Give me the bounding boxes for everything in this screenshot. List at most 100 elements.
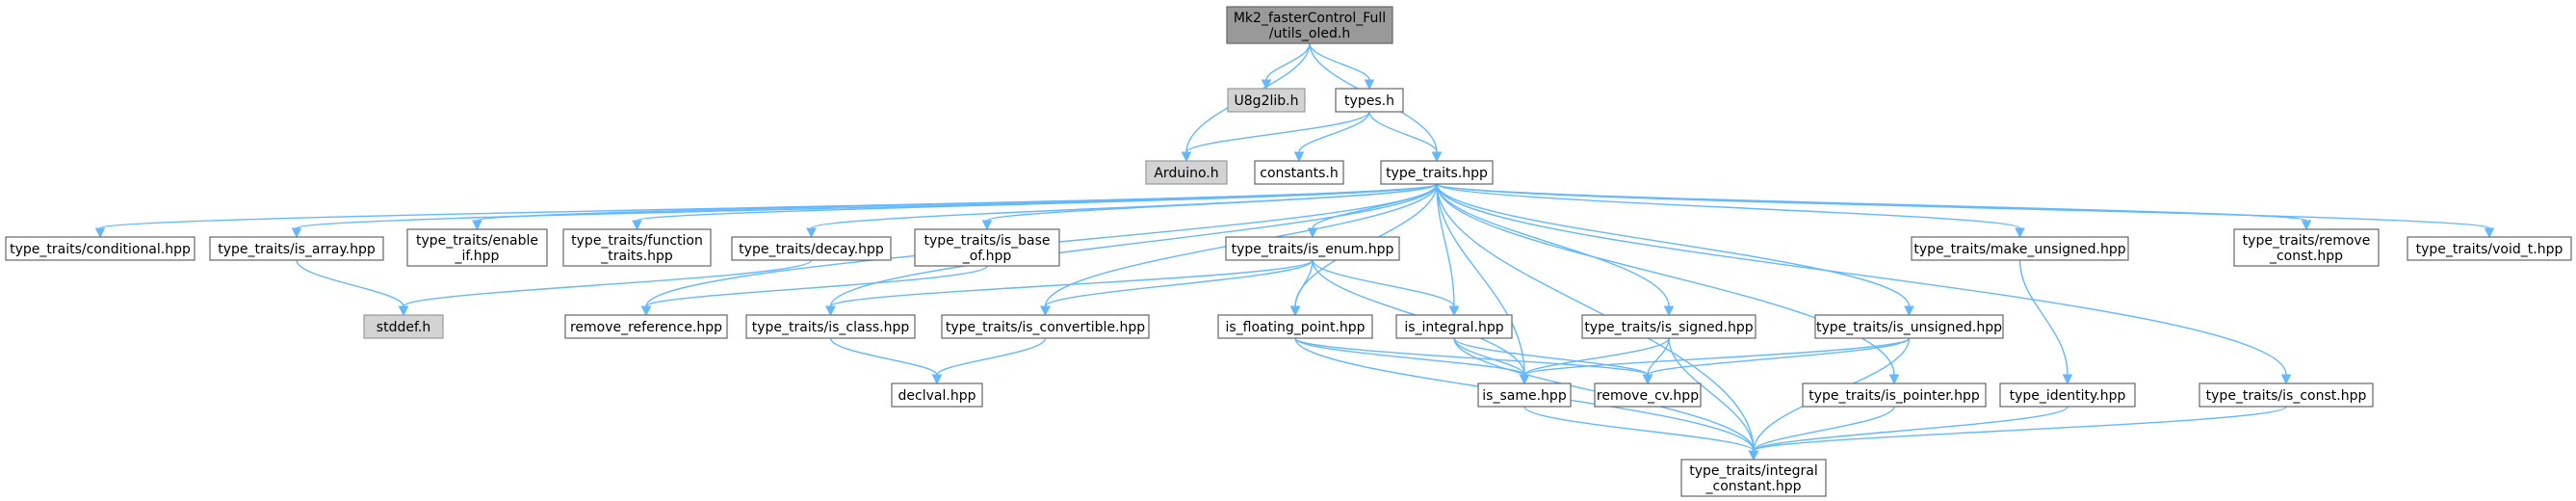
edge-tt-to-is_const [1436,183,2292,385]
edge-line [1753,406,2069,452]
node-box [1380,160,1494,185]
node-type-traits-is-array-hpp[interactable]: type_traits/is_array.hpp [209,236,384,261]
edge-root-to-types [1309,42,1375,91]
node-type-traits-is-const-hpp[interactable]: type_traits/is_const.hpp [2199,382,2374,408]
node-type-traits-is-base-of-hpp[interactable]: type_traits/is_base_of.hpp [914,228,1060,267]
node-is-same-hpp[interactable]: is_same.hpp [1477,382,1572,408]
node-label: remove_reference.hpp [570,320,722,335]
edge-line [1436,183,1895,376]
node-label: type_traits/decay.hpp [739,242,884,257]
node-box [564,314,728,339]
edge-arrowhead [1642,374,1653,385]
node-label: type_traits/conditional.hpp [10,242,191,257]
node-box [1911,236,2129,261]
node-label: _of.hpp [962,249,1012,264]
node-label: type_traits/make_unsigned.hpp [1913,242,2125,257]
node-box [1335,88,1404,113]
edge-decay-to-stddef [398,259,813,317]
edge-line [1436,183,2307,222]
edge-arrowhead [2062,374,2073,385]
edge-line [829,337,938,376]
edge-line [99,183,1438,229]
node-type-traits-make-unsigned-hpp[interactable]: type_traits/make_unsigned.hpp [1911,236,2129,261]
node-type-traits-is-enum-hpp[interactable]: type_traits/is_enum.hpp [1225,236,1400,261]
edge-types-to-tt [1368,111,1443,163]
node-box [2199,382,2374,408]
edge-arrowhead [1448,305,1460,317]
node-label: type_traits/is_class.hpp [752,320,910,335]
edge-is_unsigned-to-remove_cv [1642,337,1911,385]
node-is-floating-point-hpp[interactable]: is_floating_point.hpp [1217,314,1373,339]
node-label: /utils_oled.h [1269,26,1350,41]
edge-arrowhead [1181,151,1192,163]
edge-tt-to-void_t [1436,183,2495,239]
node-is-integral-hpp[interactable]: is_integral.hpp [1395,314,1513,339]
node-type-traits-enable-if-hpp[interactable]: type_traits/enable_if.hpp [406,228,548,267]
edge-line [1647,337,1911,376]
edge-line [1185,111,1370,153]
node-label: type_traits/enable [416,233,538,249]
node-box [209,236,384,261]
node-type-traits-is-pointer-hpp[interactable]: type_traits/is_pointer.hpp [1802,382,1987,408]
edge-arrowhead [1289,305,1301,317]
node-remove-cv-hpp[interactable]: remove_cv.hpp [1594,382,1702,408]
node-type-traits-is-convertible-hpp[interactable]: type_traits/is_convertible.hpp [941,314,1150,339]
edge-line [1044,259,1314,307]
node-type-traits-integral-constant-hpp[interactable]: type_traits/integral_constant.hpp [1680,459,1827,497]
edge-arrowhead [640,305,652,317]
node-type-traits-conditional-hpp[interactable]: type_traits/conditional.hpp [5,236,195,261]
edge-tt-to-make_unsigned [1436,183,2025,239]
node-box [1395,314,1513,339]
edge-line [645,265,988,307]
edge-root-to-u8g2 [1261,42,1311,91]
node-constants-h[interactable]: constants.h [1254,160,1344,185]
node-type-traits-void-t-hpp[interactable]: type_traits/void_t.hpp [2407,236,2572,261]
edge-arrowhead [1364,79,1375,91]
edge-tt-to-remove_const [1436,183,2312,231]
edge-arrowhead [94,227,106,239]
node-types-h[interactable]: types.h [1335,88,1404,113]
node-type-traits-remove-const-hpp[interactable]: type_traits/remove_const.hpp [2233,228,2380,267]
edge-line [829,259,1314,307]
node-label: stddef.h [377,320,430,335]
edge-is_floating_point-to-remove_cv [1294,337,1653,385]
node-box [1814,314,2004,339]
node-declval-hpp[interactable]: declval.hpp [891,382,983,408]
node-type-traits-is-signed-hpp[interactable]: type_traits/is_signed.hpp [1581,314,1756,339]
edge-is_same-to-integral_constant [1523,406,1759,461]
node-type-traits-function-traits-hpp[interactable]: type_traits/function_traits.hpp [562,228,712,267]
node-box [1217,314,1373,339]
node-type-identity-hpp[interactable]: type_identity.hpp [1999,382,2136,408]
edge-is_unsigned-to-is_same [1519,337,1911,385]
node-type-traits-hpp[interactable]: type_traits.hpp [1380,160,1494,185]
node-type-traits-decay-hpp[interactable]: type_traits/decay.hpp [731,236,892,261]
edge-tt-to-is_pointer [1436,183,1900,385]
node-type-traits-is-class-hpp[interactable]: type_traits/is_class.hpp [745,314,916,339]
node-label: _constant.hpp [1705,479,1802,494]
node-arduino-h: Arduino.h [1145,160,1228,185]
node-box [1254,160,1344,185]
edge-arrowhead [1040,305,1051,317]
edge-types-to-arduino [1181,111,1370,163]
edge-line [1265,42,1311,81]
node-box [1680,459,1827,497]
edge-line [1436,183,1525,376]
node-label: type_traits/is_unsigned.hpp [1816,320,2002,335]
node-remove-reference-hpp[interactable]: remove_reference.hpp [564,314,728,339]
node-label: _if.hpp [455,249,500,264]
edge-is_enum-to-is_convertible [1040,259,1314,317]
node-layer: Mk2_fasterControl_Full/utils_oled.hArdui… [5,6,2572,497]
edge-line [1294,259,1314,307]
node-label: constants.h [1260,166,1338,181]
edge-is_enum-to-is_integral [1312,259,1460,317]
edge-is_enum-to-is_class [825,259,1314,317]
edge-tt-to-is_base_of [981,183,1438,231]
node-box [1802,382,1987,408]
edge-arrowhead [2280,374,2292,385]
edge-tt-to-function_traits [632,183,1438,231]
edge-line [1523,406,1755,452]
edge-arrowhead [1293,151,1305,163]
edge-make_unsigned-to-type_identity [2018,259,2073,385]
edge-line [1753,406,1895,452]
node-type-traits-is-unsigned-hpp[interactable]: type_traits/is_unsigned.hpp [1814,314,2004,339]
